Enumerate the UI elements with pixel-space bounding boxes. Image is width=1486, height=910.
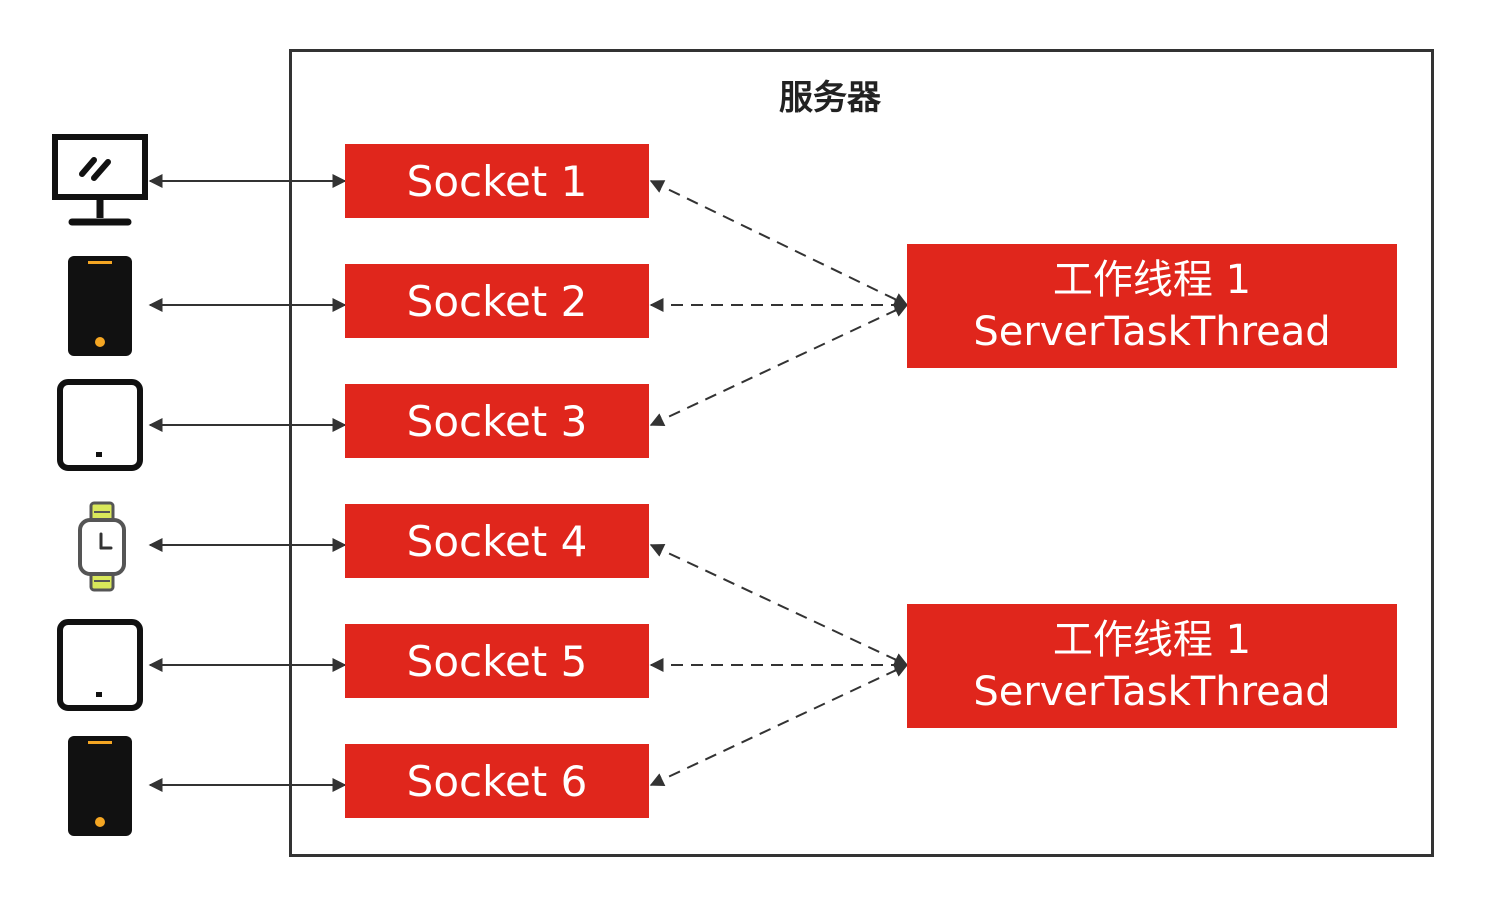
worker-thread-box-2: 工作线程 1 ServerTaskThread	[907, 604, 1397, 728]
socket-worker-connector-1	[649, 180, 909, 306]
socket-box-6: Socket 6	[345, 744, 649, 818]
worker-thread-class: ServerTaskThread	[973, 309, 1331, 355]
server-title: 服务器	[779, 78, 881, 118]
smartwatch-icon	[78, 501, 126, 592]
worker-thread-class: ServerTaskThread	[973, 669, 1331, 715]
tablet-icon	[57, 379, 143, 471]
socket-box-1: Socket 1	[345, 144, 649, 218]
tablet-icon	[57, 619, 143, 711]
phone-icon	[68, 736, 132, 836]
socket-worker-connector-6	[649, 664, 909, 786]
worker-thread-name: 工作线程 1	[1052, 617, 1252, 663]
socket-worker-connector-4	[649, 544, 909, 666]
monitor-icon	[52, 134, 148, 226]
worker-thread-name: 工作线程 1	[1052, 257, 1252, 303]
server-frame	[289, 49, 1434, 857]
socket-box-3: Socket 3	[345, 384, 649, 458]
socket-box-2: Socket 2	[345, 264, 649, 338]
socket-box-5: Socket 5	[345, 624, 649, 698]
socket-worker-connector-3	[649, 304, 909, 426]
worker-thread-box-1: 工作线程 1 ServerTaskThread	[907, 244, 1397, 368]
phone-icon	[68, 256, 132, 356]
socket-box-4: Socket 4	[345, 504, 649, 578]
